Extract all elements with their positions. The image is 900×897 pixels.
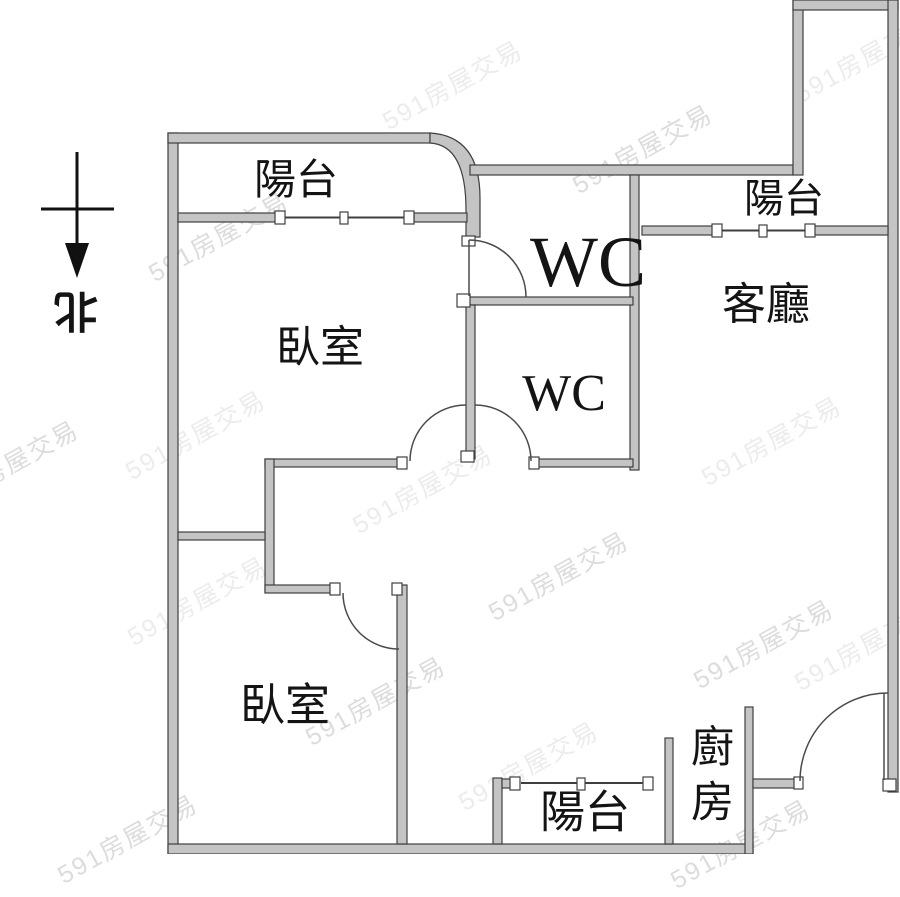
door-jamb: [528, 456, 540, 470]
wall: [167, 843, 754, 854]
door-jambs: [329, 235, 897, 792]
wall: [167, 132, 179, 854]
wall-kitchen-right: [744, 706, 754, 854]
room-label-kitchen: 廚房: [684, 724, 732, 834]
doors: [342, 239, 889, 782]
wall-hall-left: [264, 458, 404, 468]
windows: [274, 210, 816, 791]
room-label-bedroom-upper: 臥室: [276, 323, 364, 372]
door-jamb: [329, 582, 341, 596]
room-label-wc-upper: WC: [530, 222, 646, 302]
wall-kitchen-left: [664, 737, 674, 845]
room-label-wc-lower: WC: [522, 365, 606, 422]
door-arc: [474, 404, 532, 462]
window-jamb: [339, 211, 349, 225]
wall-sill: [641, 225, 715, 236]
wall-sill: [413, 212, 468, 223]
door-jamb: [456, 293, 471, 308]
door-arc: [342, 592, 400, 650]
window-jamb: [758, 224, 768, 238]
wall-balcony-left: [492, 777, 503, 845]
door-arc: [409, 404, 467, 462]
wall: [167, 132, 431, 144]
window-jamb: [403, 210, 415, 225]
north-arrow: [41, 152, 114, 278]
door-jamb: [882, 778, 897, 792]
wall-nook-horizontal: [177, 531, 266, 541]
wall-sill: [177, 212, 277, 223]
floorplan-canvas: [41, 0, 899, 854]
window-jamb: [509, 776, 521, 791]
wall-bedroom2-top: [264, 584, 338, 594]
window-jamb: [576, 777, 586, 791]
door-arc: [799, 692, 889, 782]
wall: [887, 0, 899, 793]
window-jamb: [642, 776, 654, 791]
room-label-bedroom-lower: 臥室: [239, 680, 331, 731]
room-label-living-room: 客廳: [722, 280, 810, 329]
door-jamb: [460, 450, 475, 463]
wall: [792, 0, 899, 11]
wall-bedroom2-right: [396, 584, 408, 845]
door-jamb: [391, 582, 403, 596]
wall-hall-right: [530, 458, 634, 468]
north-arrow-head: [65, 243, 89, 278]
room-label-balcony-top-right: 陽台: [744, 176, 824, 221]
wall-wc-right: [629, 174, 640, 471]
north-label: 北: [54, 286, 98, 335]
wall-entry-stub: [752, 778, 801, 789]
wall-bedroom-wc-divider: [465, 304, 476, 460]
window-jamb: [804, 223, 816, 238]
door-jamb: [396, 456, 408, 470]
wall-nook-vertical: [264, 458, 275, 593]
room-label-balcony-top-left: 陽台: [253, 158, 339, 204]
door-jamb: [793, 776, 804, 790]
door-arc: [468, 239, 527, 298]
wall: [792, 0, 804, 176]
window-jamb: [274, 210, 286, 225]
walls: [167, 0, 899, 854]
wall: [469, 164, 794, 176]
wall-sill: [813, 225, 889, 236]
room-label-balcony-bottom: 陽台: [539, 787, 631, 838]
window-jamb: [711, 223, 723, 238]
